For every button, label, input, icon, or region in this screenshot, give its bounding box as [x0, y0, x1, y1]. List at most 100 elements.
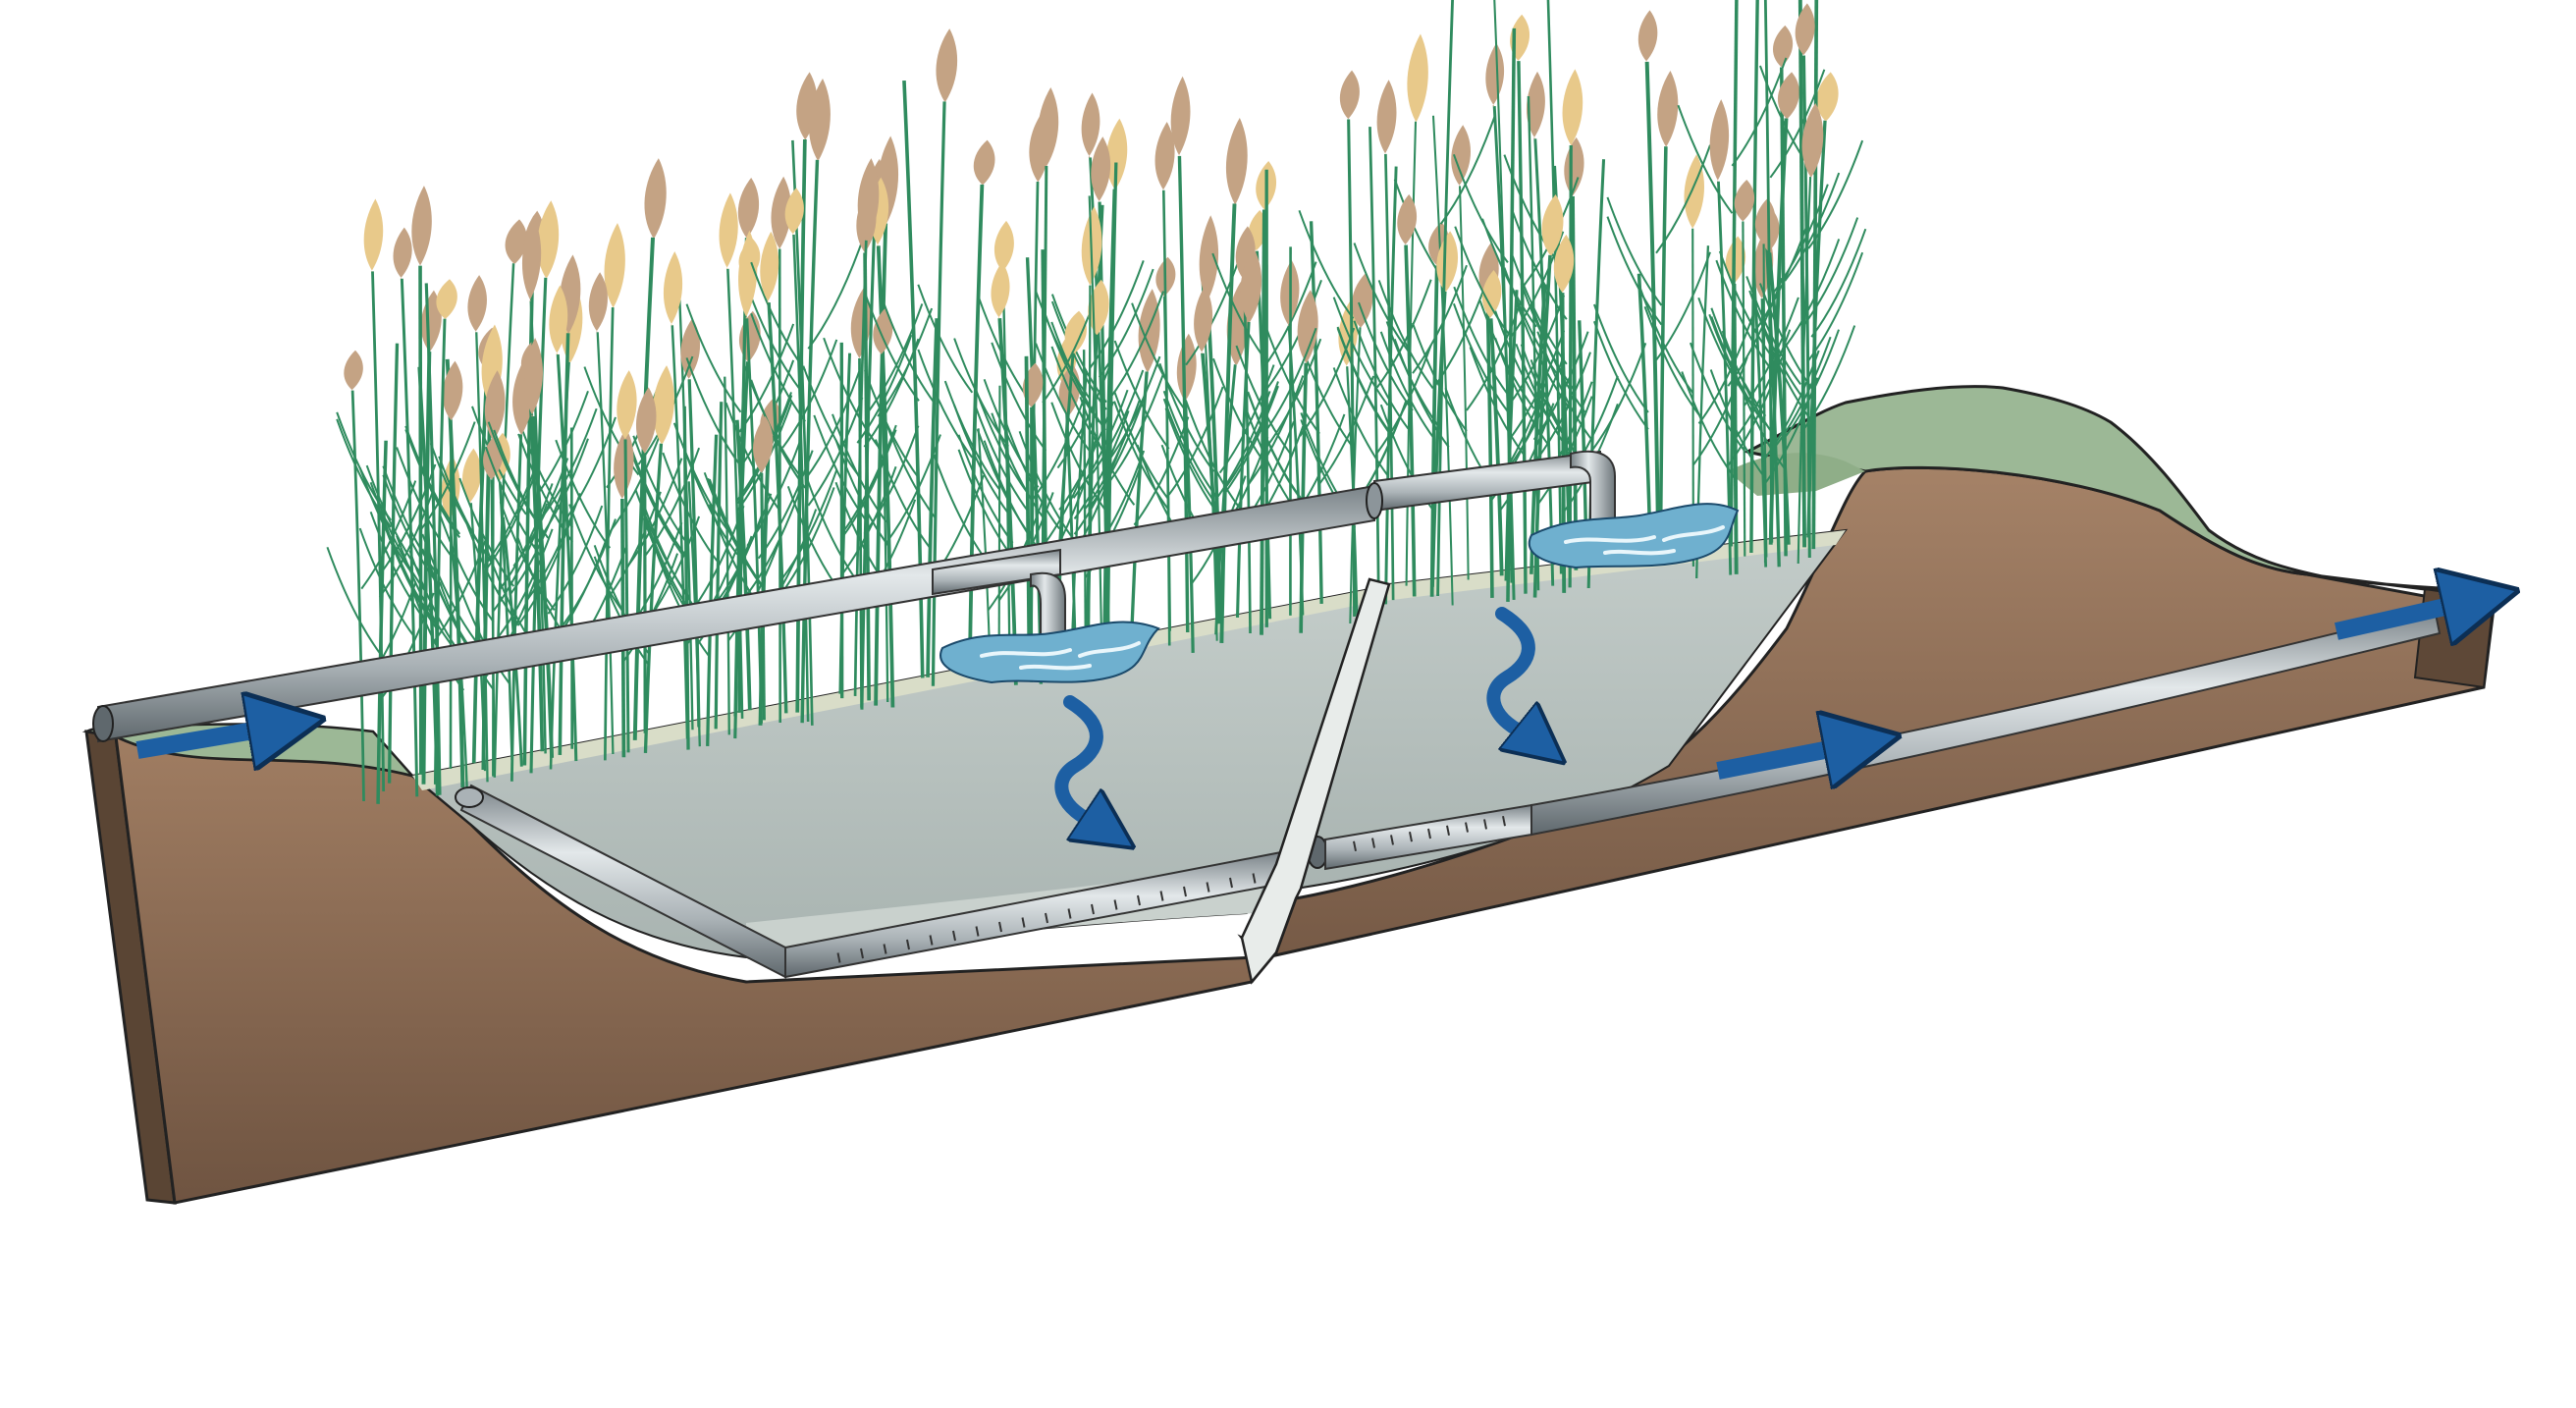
- outlet-arrow-icon: [1716, 741, 1870, 771]
- reed-leaf: [1044, 313, 1100, 423]
- reed-leaf: [525, 493, 581, 603]
- reed-stem: [1644, 61, 1661, 557]
- reed-plants: [326, 0, 1867, 804]
- reed-stem: [510, 434, 523, 782]
- reed-plume: [1684, 154, 1705, 229]
- reed-leaf: [1718, 250, 1775, 360]
- pipe-perforations: [836, 816, 1506, 963]
- reed-leaf: [1439, 115, 1496, 225]
- reed-plume: [467, 275, 487, 333]
- distribution-pipe: [92, 450, 1616, 743]
- reed-plume: [1801, 103, 1824, 178]
- wavy-down-arrow-icon: [1486, 607, 1546, 748]
- reed-plume: [1407, 33, 1428, 122]
- reed-leaf: [326, 546, 383, 656]
- flow-arrows: [135, 597, 2489, 835]
- perforation-mark: [1427, 828, 1431, 839]
- reed-leaf: [1509, 295, 1566, 405]
- reed-leaf: [1298, 209, 1355, 319]
- reed-leaf: [561, 518, 617, 628]
- reed-stem: [1177, 155, 1190, 633]
- reed-plume: [537, 200, 560, 278]
- reed-stem: [556, 353, 578, 762]
- pipe-end-cap: [1366, 482, 1383, 519]
- reed-leaf: [438, 514, 495, 623]
- reed-leaf: [1104, 355, 1161, 465]
- reed-leaf: [1592, 303, 1649, 413]
- reed-stem: [1459, 186, 1470, 580]
- reed-leaf: [957, 449, 1014, 559]
- reed-leaf: [533, 390, 589, 500]
- reed-stem: [714, 402, 724, 730]
- reed-leaf: [1223, 381, 1279, 491]
- reed-plume: [1553, 234, 1575, 294]
- reed-leaf: [1727, 356, 1784, 466]
- reed-plume: [442, 360, 463, 421]
- reed-plume: [1777, 72, 1799, 119]
- reed-leaf: [642, 502, 698, 612]
- reed-stem: [1347, 119, 1357, 617]
- reed-leaf: [404, 429, 461, 539]
- reed-leaf: [433, 533, 489, 643]
- reed-leaf: [1802, 217, 1859, 327]
- reed-stem: [863, 252, 871, 701]
- reed-stem: [558, 333, 570, 755]
- reed-leaf: [541, 407, 598, 517]
- reed-stem: [1517, 61, 1528, 594]
- reed-stem: [1206, 301, 1223, 623]
- reed-plume: [1773, 25, 1794, 68]
- reed-stem: [1485, 301, 1494, 598]
- reed-leaf: [746, 485, 803, 595]
- reed-stem: [469, 503, 487, 772]
- reed-plume: [344, 350, 363, 391]
- reed-plume: [873, 308, 893, 355]
- underdrain-left-opening: [455, 786, 484, 808]
- reed-leaf: [1762, 377, 1819, 487]
- reed-leaf: [1508, 231, 1565, 341]
- reed-plume: [1199, 215, 1219, 302]
- reed-plume: [1240, 248, 1262, 322]
- reed-leaf: [1212, 357, 1268, 467]
- reed-stem: [1384, 153, 1395, 601]
- reed-stem: [1729, 0, 1739, 547]
- reed-plume: [1526, 71, 1545, 139]
- reed-leaf: [609, 423, 666, 533]
- reed-plume: [1376, 80, 1397, 154]
- reed-plume: [784, 188, 804, 235]
- reed-leaf: [1469, 347, 1526, 457]
- perforation-mark: [906, 939, 910, 950]
- reed-plume: [1091, 136, 1111, 202]
- reed-stem: [874, 223, 888, 706]
- reed-leaf: [933, 454, 990, 564]
- inlet-arrow-icon: [135, 724, 295, 750]
- reed-plume: [1734, 180, 1755, 222]
- reed-leaf: [781, 339, 838, 449]
- reed-plume: [1170, 76, 1191, 156]
- reed-leaf: [365, 464, 422, 574]
- reed-stem: [724, 376, 730, 735]
- reed-leaf: [1185, 256, 1242, 366]
- reed-stem: [1742, 221, 1746, 557]
- reed-plume: [1436, 231, 1459, 292]
- perforation-mark: [883, 944, 887, 954]
- reed-leaf: [1379, 331, 1436, 441]
- reed-plume: [857, 158, 880, 241]
- reed-leaf: [750, 261, 807, 371]
- reed-leaf: [856, 334, 913, 444]
- reed-leaf: [1606, 216, 1663, 326]
- reed-leaf: [1637, 285, 1694, 395]
- reed-leaf: [1511, 255, 1568, 365]
- reed-plume: [1038, 87, 1059, 166]
- reed-leaf: [1266, 279, 1322, 389]
- perforation-mark: [1113, 899, 1118, 910]
- reed-stem: [967, 184, 985, 670]
- reed-stem: [1658, 146, 1668, 563]
- perforation-mark: [1446, 825, 1450, 836]
- perforation-mark: [1390, 835, 1394, 845]
- reed-stem: [400, 278, 419, 797]
- reed-leaf: [1031, 391, 1088, 501]
- reed-plume: [738, 230, 758, 319]
- reed-leaf: [1358, 301, 1414, 411]
- reed-leaf: [1073, 410, 1130, 519]
- reed-plume: [635, 387, 657, 454]
